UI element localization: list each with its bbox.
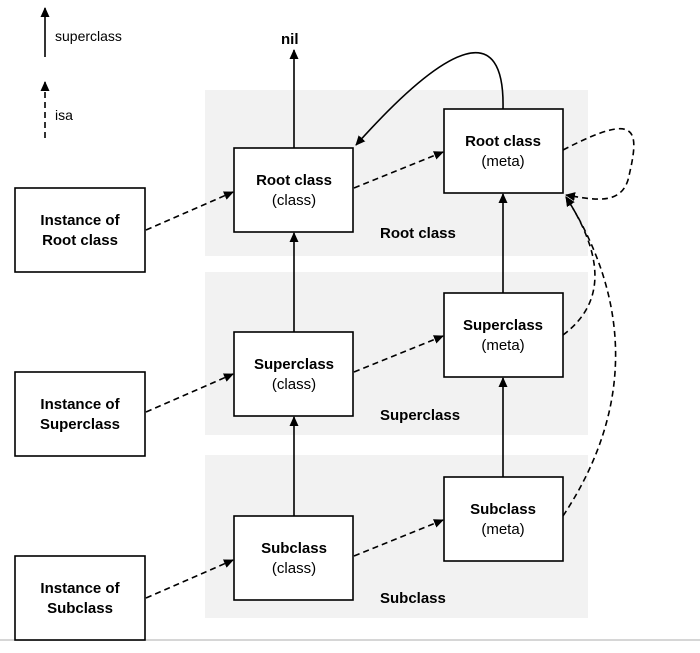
root-class-box: Root class (class) [233, 147, 354, 233]
isa-arrow-instance-superclass [145, 373, 234, 413]
isa-arrow-instance-subclass [145, 559, 234, 599]
isa-arrow-instance-root [145, 191, 234, 231]
superclass-class-box: Superclass (class) [233, 331, 354, 417]
band-label-root: Root class [380, 225, 456, 242]
instance-subclass-box: Instance of Subclass [14, 555, 146, 641]
instance-subclass-line2: Subclass [47, 600, 113, 617]
subclass-class-box: Subclass (class) [233, 515, 354, 601]
superclass-class-name: Superclass [254, 356, 334, 373]
instance-root-line2: Root class [42, 232, 118, 249]
band-label-superclass: Superclass [380, 407, 460, 424]
instance-superclass-line2: Superclass [40, 416, 120, 433]
legend: superclass isa [40, 7, 122, 138]
instance-root-line1: Instance of [40, 212, 120, 229]
superclass-arrow-root-meta-to-root-class [355, 52, 504, 146]
isa-legend-label: isa [55, 107, 73, 123]
root-meta-name: Root class [465, 133, 541, 150]
instance-superclass-line1: Instance of [40, 396, 120, 413]
instance-root-box: Instance of Root class [14, 187, 146, 273]
subclass-meta-kind: (meta) [481, 521, 524, 538]
instance-subclass-line1: Instance of [40, 580, 120, 597]
superclass-class-kind: (class) [272, 376, 316, 393]
isa-arrow-superclass-meta-to-root-meta [562, 196, 596, 336]
subclass-class-name: Subclass [261, 540, 327, 557]
root-meta-box: Root class (meta) [443, 108, 564, 194]
isa-arrow-superclass-to-meta [353, 335, 444, 373]
root-class-name: Root class [256, 172, 332, 189]
isa-arrow-root-class-to-meta [353, 151, 444, 189]
root-meta-kind: (meta) [481, 153, 524, 170]
instance-superclass-box: Instance of Superclass [14, 371, 146, 457]
isa-arrow-subclass-to-meta [353, 519, 444, 557]
superclass-meta-name: Superclass [463, 317, 543, 334]
isa-arrow-subclass-meta-to-root-meta [562, 196, 617, 517]
isa-arrow-root-meta-self [562, 127, 635, 201]
band-label-subclass: Subclass [380, 590, 446, 607]
subclass-meta-name: Subclass [470, 501, 536, 518]
nil-label: nil [281, 31, 299, 48]
superclass-meta-box: Superclass (meta) [443, 292, 564, 378]
superclass-legend-label: superclass [55, 28, 122, 44]
subclass-class-kind: (class) [272, 560, 316, 577]
subclass-meta-box: Subclass (meta) [443, 476, 564, 562]
root-class-kind: (class) [272, 192, 316, 209]
superclass-meta-kind: (meta) [481, 337, 524, 354]
